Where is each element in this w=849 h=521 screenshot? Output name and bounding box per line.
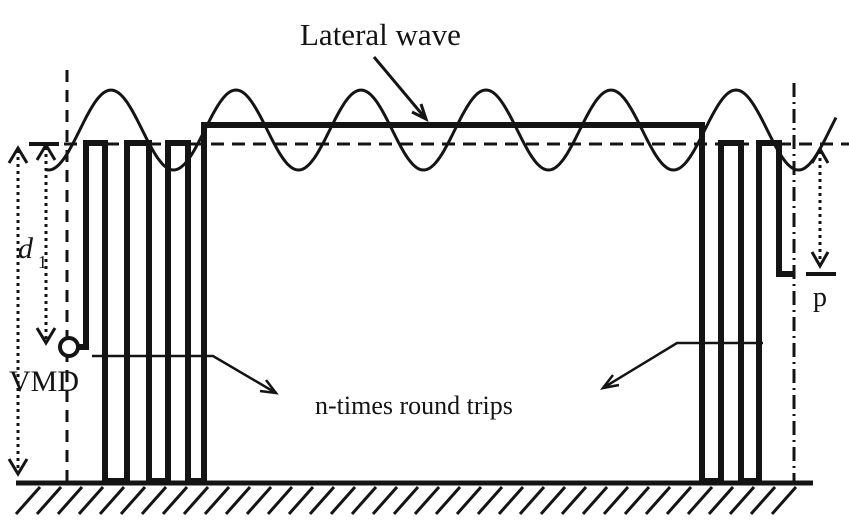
seabed-hatching bbox=[14, 486, 798, 515]
d1-subscript: 1 bbox=[38, 252, 47, 272]
p-arrowhead-down bbox=[810, 251, 830, 270]
d1-arrowhead-down bbox=[35, 327, 57, 346]
lateral-wave-label: Lateral wave bbox=[300, 17, 461, 52]
hatch-stroke bbox=[35, 486, 63, 515]
hatch-stroke bbox=[371, 486, 399, 515]
right-roundtrip-pointer bbox=[600, 341, 763, 390]
vmd-label: VMD bbox=[9, 365, 79, 398]
hatch-stroke bbox=[140, 486, 168, 515]
hatch-stroke bbox=[728, 486, 756, 515]
hatch-stroke bbox=[182, 486, 210, 515]
hatch-stroke bbox=[98, 486, 126, 515]
outer-depth-arrowhead-up bbox=[7, 145, 29, 164]
hatch-stroke bbox=[245, 486, 273, 515]
hatch-stroke bbox=[434, 486, 462, 515]
right-leader-line bbox=[602, 341, 763, 390]
hatch-stroke bbox=[77, 486, 105, 515]
d1-arrowhead-up bbox=[35, 142, 57, 161]
seabed-ground bbox=[14, 480, 813, 515]
hatch-stroke bbox=[455, 486, 483, 515]
hatch-stroke bbox=[119, 486, 147, 515]
hatch-stroke bbox=[161, 486, 189, 515]
depth-d1-arrow bbox=[35, 142, 57, 346]
hatch-stroke bbox=[497, 486, 525, 515]
hatch-stroke bbox=[203, 486, 231, 515]
hatch-stroke bbox=[749, 486, 777, 515]
depth-d-outer-arrow bbox=[7, 145, 29, 477]
right-leader-arrowhead bbox=[600, 374, 620, 390]
lateral-wave-arrowhead bbox=[411, 103, 429, 122]
hatch-stroke bbox=[770, 486, 798, 515]
vmd-source-circle bbox=[58, 336, 80, 358]
d1-label: d bbox=[18, 232, 34, 265]
lateral-wave-sine bbox=[45, 88, 838, 172]
round-trip-ray-path bbox=[79, 122, 794, 484]
hatch-stroke bbox=[14, 486, 42, 515]
hatch-stroke bbox=[602, 486, 630, 515]
hatch-stroke bbox=[707, 486, 735, 515]
outer-depth-arrowhead-down bbox=[7, 458, 29, 477]
hatch-stroke bbox=[350, 486, 378, 515]
p-label: p bbox=[813, 282, 827, 313]
left-roundtrip-pointer bbox=[92, 354, 279, 395]
hatch-stroke bbox=[329, 486, 357, 515]
hatch-stroke bbox=[287, 486, 315, 515]
round-trips-label: n-times round trips bbox=[315, 391, 513, 420]
hatch-stroke bbox=[623, 486, 651, 515]
hatch-stroke bbox=[392, 486, 420, 515]
depth-p-arrow bbox=[806, 145, 836, 276]
hatch-stroke bbox=[644, 486, 672, 515]
hatch-stroke bbox=[581, 486, 609, 515]
hatch-stroke bbox=[539, 486, 567, 515]
hatch-stroke bbox=[686, 486, 714, 515]
hatch-stroke bbox=[560, 486, 588, 515]
hatch-stroke bbox=[308, 486, 336, 515]
hatch-stroke bbox=[518, 486, 546, 515]
hatch-stroke bbox=[56, 486, 84, 515]
left-leader-line bbox=[92, 354, 277, 395]
left-leader-arrowhead bbox=[259, 379, 279, 395]
hatch-stroke bbox=[476, 486, 504, 515]
lateral-wave-arrow-shaft bbox=[372, 56, 428, 120]
hatch-stroke bbox=[665, 486, 693, 515]
hatch-stroke bbox=[266, 486, 294, 515]
hatch-stroke bbox=[224, 486, 252, 515]
lateral-wave-pointer bbox=[372, 56, 429, 122]
hatch-stroke bbox=[413, 486, 441, 515]
